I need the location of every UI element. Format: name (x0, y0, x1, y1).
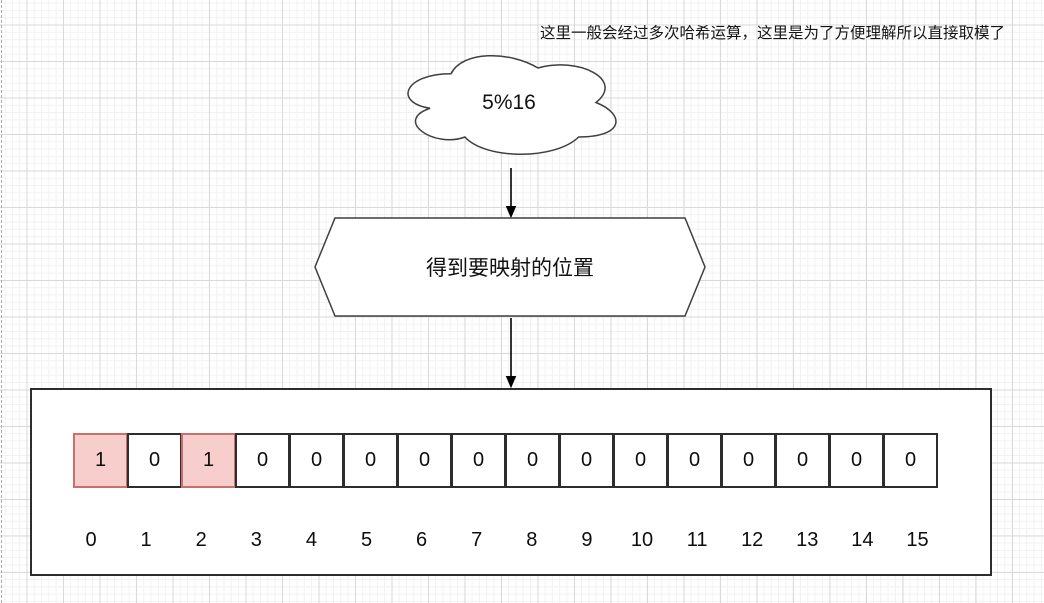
bit-cell-8[interactable]: 0 (505, 433, 560, 488)
bit-cell-12[interactable]: 0 (721, 433, 776, 488)
hexagon-outline-icon (314, 217, 706, 317)
arrow-hexagon-to-array[interactable] (504, 318, 518, 389)
cloud-label: 5%16 (482, 90, 536, 114)
page-boundary-dashes (1, 0, 2, 603)
cloud-shape[interactable]: 5%16 (391, 43, 627, 162)
bit-index-label-6: 6 (416, 528, 428, 551)
bit-index-label-3: 3 (250, 528, 262, 551)
bit-cell-13[interactable]: 0 (775, 433, 830, 488)
bit-cell-9[interactable]: 0 (559, 433, 614, 488)
bit-index-label-7: 7 (471, 528, 483, 551)
bit-index-label-13: 13 (796, 528, 819, 551)
bit-index-label-1: 1 (140, 528, 152, 551)
bit-cell-15[interactable]: 0 (883, 433, 938, 488)
bit-index-label-8: 8 (526, 528, 538, 551)
bit-index-label-14: 14 (851, 528, 874, 551)
bit-cell-2[interactable]: 1 (181, 433, 236, 488)
bit-index-label-9: 9 (581, 528, 593, 551)
bit-index-label-0: 0 (85, 528, 97, 551)
hexagon-label: 得到要映射的位置 (426, 257, 594, 280)
bit-index-label-15: 15 (906, 528, 929, 551)
bit-index-label-4: 4 (305, 528, 317, 551)
bit-index-label-2: 2 (195, 528, 207, 551)
bit-index-label-12: 12 (741, 528, 764, 551)
bit-cell-6[interactable]: 0 (397, 433, 452, 488)
annotation-text[interactable]: 这里一般会经过多次哈希运算，这里是为了方便理解所以直接取模了 (540, 25, 1006, 42)
bit-cell-1[interactable]: 0 (127, 433, 182, 488)
bit-cell-7[interactable]: 0 (451, 433, 506, 488)
bit-cell-11[interactable]: 0 (667, 433, 722, 488)
bit-cell-5[interactable]: 0 (343, 433, 398, 488)
arrow-cloud-to-hexagon[interactable] (504, 168, 518, 219)
cloud-outline-icon (407, 54, 617, 155)
bit-index-label-10: 10 (630, 528, 654, 551)
bit-index-label-5: 5 (360, 528, 373, 551)
bit-cell-3[interactable]: 0 (235, 433, 290, 488)
hexagon-shape[interactable]: 得到要映射的位置 (313, 216, 707, 318)
bit-index-label-11: 11 (686, 528, 708, 551)
